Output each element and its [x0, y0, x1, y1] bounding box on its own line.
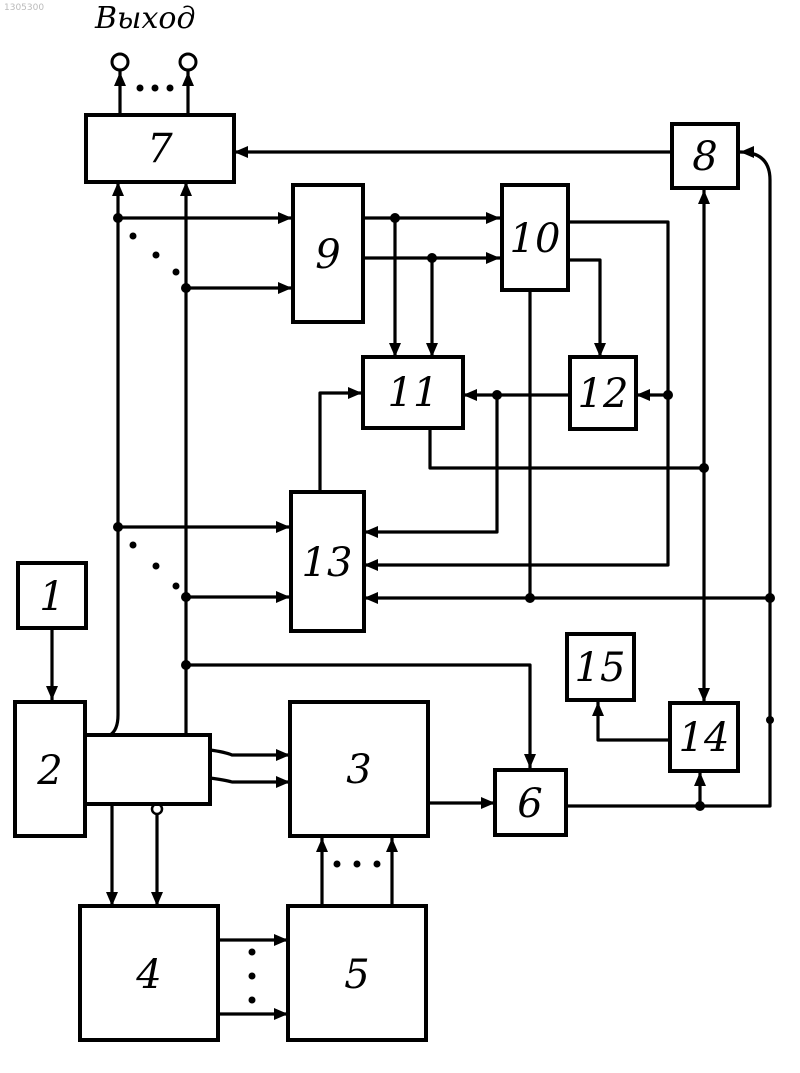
block-5: 5 [288, 906, 426, 1040]
block-13-label: 13 [302, 540, 353, 586]
block-10: 10 [502, 185, 568, 290]
block-9: 9 [293, 185, 363, 322]
block-9-label: 9 [315, 232, 340, 278]
block-3-label: 3 [346, 747, 371, 793]
block-2-label: 2 [36, 748, 62, 794]
block-4-label: 4 [135, 952, 161, 998]
block-7: 7 [86, 115, 234, 182]
block-8: 8 [672, 124, 738, 188]
block-6: 6 [495, 770, 566, 835]
block-12-label: 12 [578, 371, 629, 417]
block-6-label: 6 [517, 781, 542, 827]
block-12: 12 [570, 357, 636, 429]
block-4: 4 [80, 906, 218, 1040]
block-7-label: 7 [147, 126, 173, 172]
block-5-label: 5 [344, 952, 369, 998]
block-1: 1 [18, 563, 86, 628]
block-11: 11 [363, 357, 463, 428]
output-label: Выход [94, 1, 195, 36]
junction-dots [113, 213, 775, 1004]
block-14-label: 14 [679, 715, 730, 761]
block-3: 3 [290, 702, 428, 836]
block-15-label: 15 [575, 645, 626, 691]
watermark: 1305300 [4, 3, 44, 13]
block-8-label: 8 [692, 134, 717, 180]
block-1-label: 1 [39, 574, 64, 620]
block-11-label: 11 [388, 370, 439, 416]
block-10-label: 10 [510, 216, 561, 262]
block-13: 13 [291, 492, 364, 631]
connections [46, 70, 770, 1020]
block-15: 15 [567, 634, 634, 700]
block-14: 14 [670, 703, 738, 771]
